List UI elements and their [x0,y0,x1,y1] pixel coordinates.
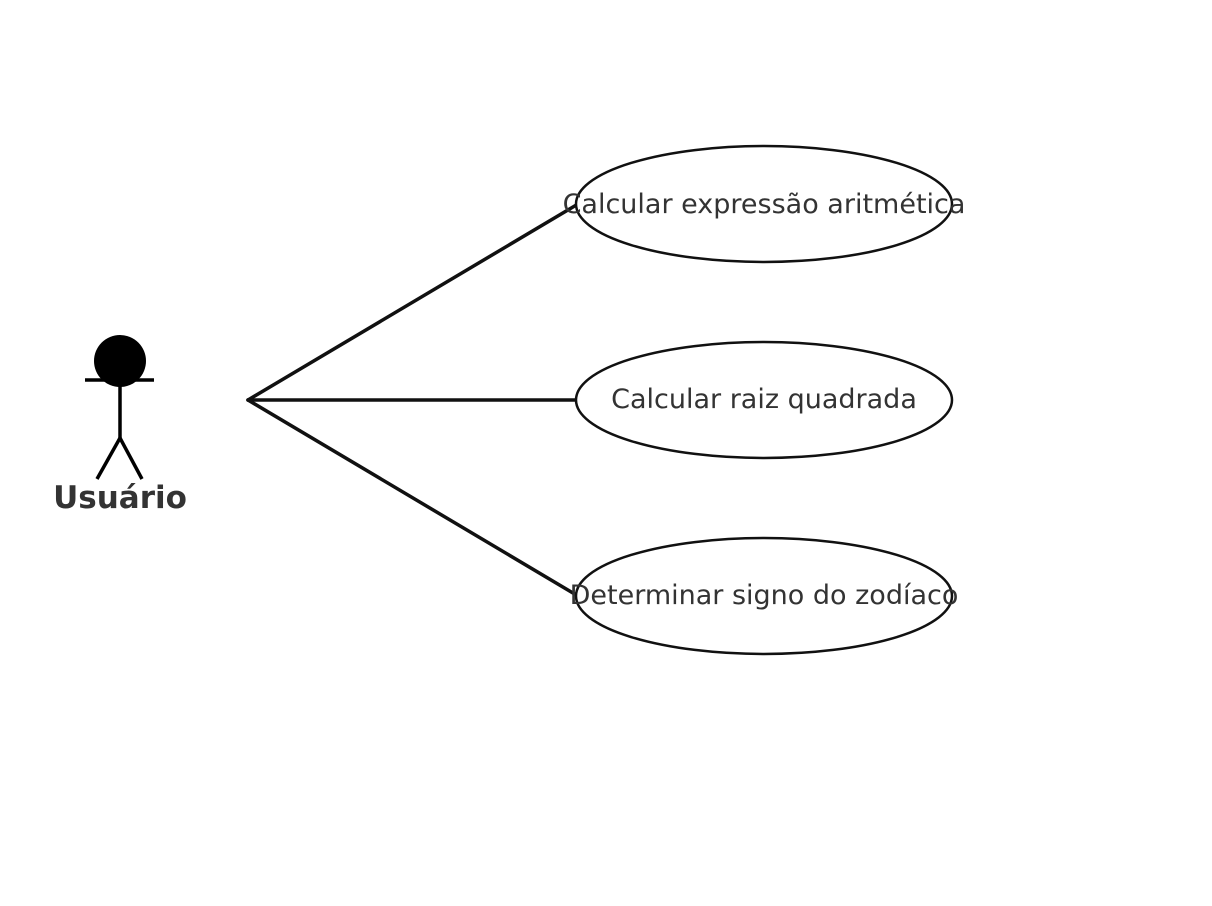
stick-figure-icon [85,335,154,480]
use-case-ellipse [574,536,954,656]
actor-left-leg [95,437,122,480]
use-case-3[interactable]: Determinar signo do zodíaco [570,536,959,656]
actor-label: Usuário [53,480,187,516]
actor-right-leg [118,437,144,480]
association-line-1 [246,202,580,402]
association-line-3 [246,398,580,598]
use-case-ellipse [574,144,954,264]
use-case-label: Determinar signo do zodíaco [570,580,959,611]
use-case-ellipse [574,340,954,460]
use-case-label: Calcular raiz quadrada [611,384,917,415]
use-case-1[interactable]: Calcular expressão aritmética [563,144,966,264]
use-case-label: Calcular expressão aritmética [563,189,966,220]
associations [246,202,580,598]
actor[interactable]: Usuário [53,335,187,516]
use-case-2[interactable]: Calcular raiz quadrada [574,340,954,460]
actor-head [94,335,146,387]
